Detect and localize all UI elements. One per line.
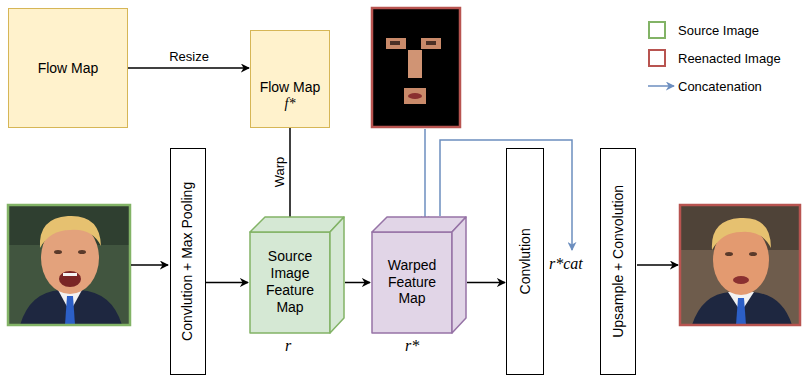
face-parts-image <box>372 8 460 127</box>
legend-label: Source Image <box>678 23 759 38</box>
conv-block: Convlution + Max Pooling <box>170 148 206 375</box>
node-label: Convlution <box>517 228 534 294</box>
node-label: Flow Map <box>38 60 99 77</box>
node-label: Source Image Feature Map <box>251 248 329 315</box>
flow-arrow <box>128 67 249 69</box>
math-symbol: r*cat <box>549 255 583 273</box>
conv-block: Upsample + Convolution <box>600 148 636 375</box>
legend-label: Concatenation <box>678 79 762 94</box>
cube-label-area: Warped Feature Map <box>373 232 451 332</box>
legend-label: Reenacted Image <box>678 51 781 66</box>
flow-arrow <box>345 282 370 284</box>
edge-label: Resize <box>167 49 211 64</box>
flow-arrow <box>206 282 248 284</box>
cube-outline <box>249 216 345 334</box>
flow-map-box: Flow Mapf* <box>250 30 330 128</box>
legend-entry: Source Image <box>648 20 759 40</box>
legend-entry: Concatenation <box>648 76 762 96</box>
node-label: Warped Feature Map <box>373 257 451 307</box>
cube-face <box>250 217 344 232</box>
node-label: Convlution + Max Pooling <box>180 182 197 341</box>
flow-map-box: Flow Map <box>8 8 128 128</box>
legend-line-sample <box>648 80 676 92</box>
node-label: Flow Map <box>260 79 321 96</box>
reenacted-photo <box>680 205 800 325</box>
math-symbol: f* <box>285 96 296 113</box>
cube-face <box>452 217 466 333</box>
legend-swatch <box>648 49 666 67</box>
math-symbol: r* <box>405 337 419 355</box>
cube-face <box>372 217 466 232</box>
source-frame <box>8 205 130 325</box>
flow-arrow <box>289 128 291 225</box>
legend-swatch <box>648 21 666 39</box>
cube-face <box>250 232 330 333</box>
cube-label-area: Source Image Feature Map <box>251 232 329 332</box>
output-arrow <box>637 264 678 266</box>
node-label: Upsample + Convolution <box>610 185 627 338</box>
cube-outline <box>371 216 467 334</box>
source-photo <box>8 205 130 325</box>
legend-entry: Reenacted Image <box>648 48 781 68</box>
conv-block: Convlution <box>506 148 544 375</box>
input-arrow <box>131 264 168 266</box>
concat-arrow <box>424 129 426 224</box>
feature-cube: Warped Feature Map <box>371 216 467 334</box>
concat-arrow <box>440 140 572 250</box>
feature-cube: Source Image Feature Map <box>249 216 345 334</box>
cube-face <box>330 217 344 333</box>
cube-face <box>372 232 452 333</box>
math-symbol: r <box>285 337 291 355</box>
edge-label: Warp <box>272 155 287 190</box>
flow-arrow <box>467 282 505 284</box>
reenacted-frame <box>680 205 800 325</box>
